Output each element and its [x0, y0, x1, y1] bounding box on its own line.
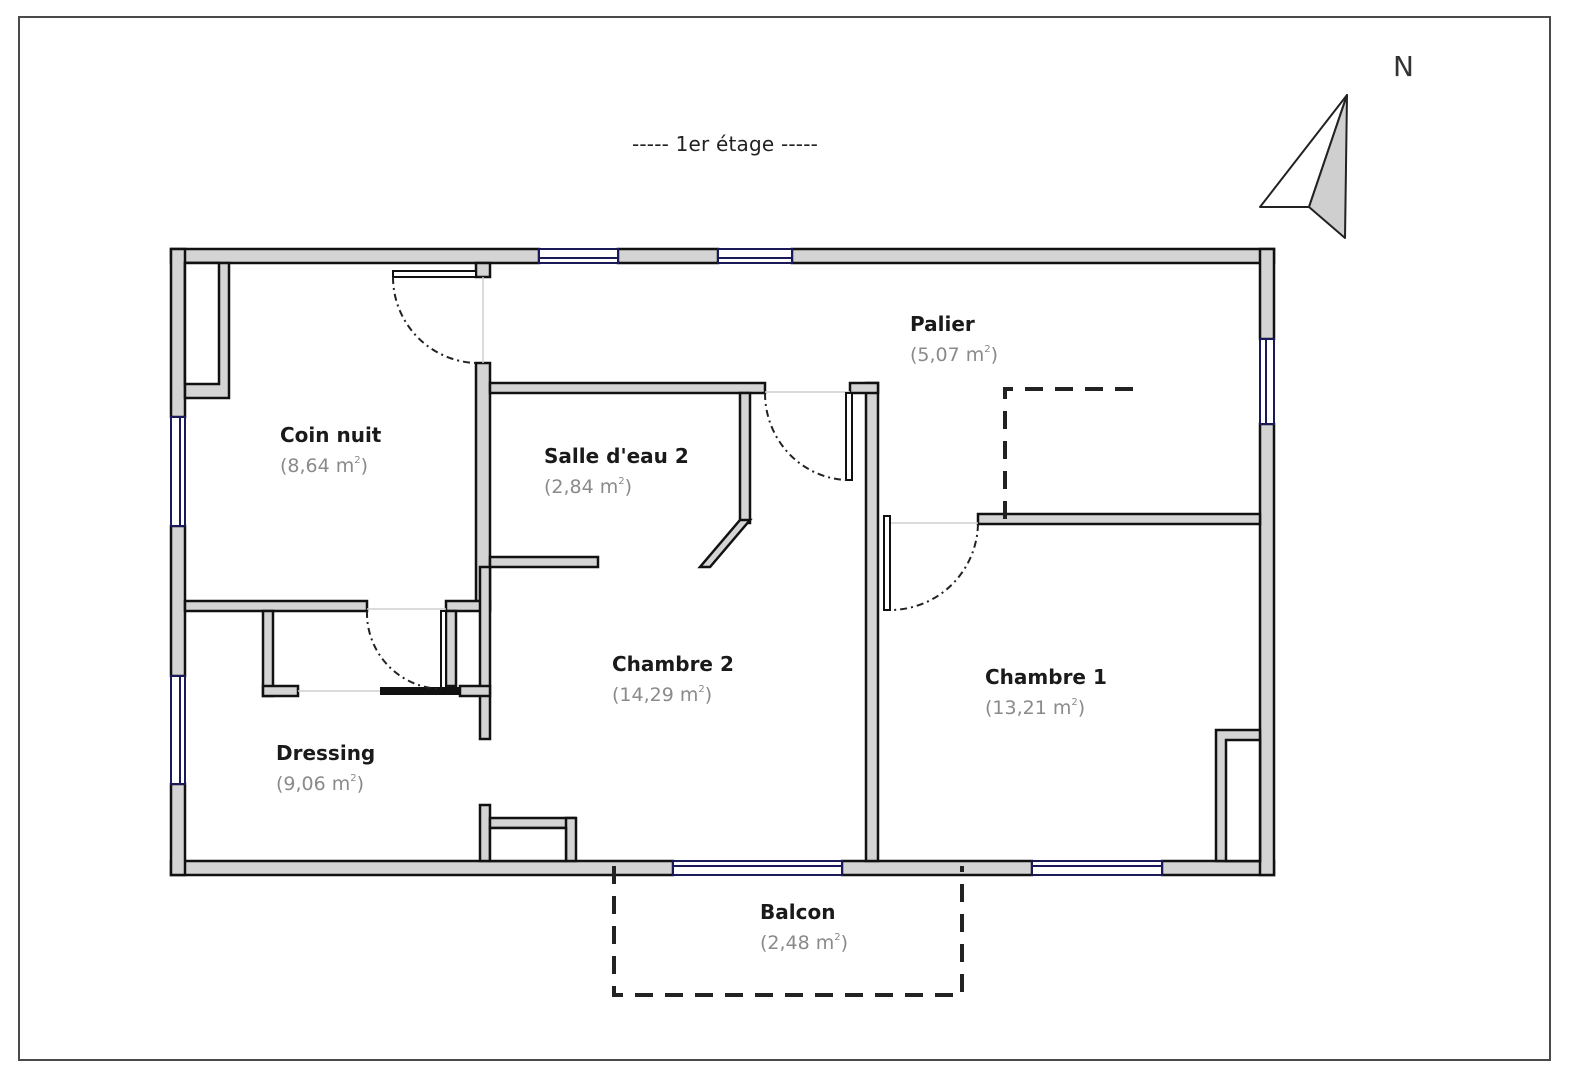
wall-dressing-closet-stub: [458, 684, 492, 698]
wall-right-bottom: [1258, 422, 1276, 877]
wall-sde-right: [738, 391, 752, 525]
room-area: (9,06 m2): [276, 773, 365, 795]
closet-chambre1-void: [1224, 738, 1262, 863]
wall-top-mid: [616, 247, 720, 265]
wall-dressing-closet-left: [261, 609, 275, 698]
wall-chambre2-closet-right: [564, 816, 578, 863]
room-label-dressing: Dressing (9,06 m2): [276, 743, 375, 794]
closet-coin-nuit-void: [183, 261, 221, 386]
room-area: (14,29 m2): [612, 684, 713, 706]
window-left-1: [170, 416, 186, 527]
door-swing-sde: [763, 392, 847, 481]
wall-left-top: [169, 247, 187, 419]
window-left-2: [170, 675, 186, 785]
wall-dressing-closet-bottom: [261, 684, 300, 698]
room-name: Chambre 1: [985, 665, 1107, 689]
room-name: Chambre 2: [612, 652, 734, 676]
wall-bottom-left: [169, 859, 675, 877]
balcon-outline: [612, 866, 964, 997]
wall-sde-diagonal: [697, 518, 753, 569]
sliding-door-dressing: [380, 687, 460, 695]
room-name: Balcon: [760, 900, 836, 924]
stair-outline: [1003, 387, 1133, 520]
room-name: Dressing: [276, 741, 376, 765]
wall-sde-bottom: [488, 555, 600, 569]
wall-coin-nuit-dressing: [183, 599, 369, 613]
room-label-coin-nuit: Coin nuit (8,64 m2): [280, 425, 381, 476]
wall-left-mid: [169, 524, 187, 678]
room-name: Salle d'eau 2: [544, 444, 689, 468]
room-name: Palier: [910, 312, 975, 336]
wall-coin-nuit-top: [474, 261, 492, 279]
wall-dressing-closet-right: [444, 609, 458, 688]
door-leaf-coin-nuit: [392, 270, 477, 278]
door-leaf-sde: [845, 392, 853, 481]
wall-left-bottom: [169, 782, 187, 877]
door-leaf-chambre1: [883, 515, 891, 611]
room-label-chambre-1: Chambre 1 (13,21 m2): [985, 667, 1107, 718]
wall-bottom-right: [1160, 859, 1276, 877]
north-arrow-icon: [1259, 94, 1348, 239]
closet-chambre2-void: [488, 826, 568, 863]
room-area: (13,21 m2): [985, 697, 1086, 719]
wall-right-top: [1258, 247, 1276, 341]
wall-palier-jamb: [848, 381, 880, 395]
room-label-palier: Palier (5,07 m2): [910, 314, 998, 365]
door-swing-chambre1: [889, 523, 979, 611]
door-leaf-dressing: [440, 610, 447, 690]
door-swing-coin-nuit: [392, 276, 477, 364]
room-area: (2,84 m2): [544, 476, 633, 498]
window-top-1: [538, 248, 619, 264]
wall-top-right: [790, 247, 1276, 265]
wall-chambre2-closet-top: [488, 816, 577, 830]
north-label: N: [1393, 50, 1414, 83]
room-name: Coin nuit: [280, 423, 382, 447]
wall-sde-top: [488, 381, 767, 395]
wall-top-left: [169, 247, 541, 265]
room-label-balcon: Balcon (2,48 m2): [760, 902, 848, 953]
windows: [170, 248, 1275, 876]
wall-chambre2-left: [478, 565, 492, 741]
window-top-2: [717, 248, 793, 264]
room-area: (2,48 m2): [760, 932, 849, 954]
wall-chambre1-top: [976, 512, 1262, 526]
room-area: (8,64 m2): [280, 455, 369, 477]
window-bottom-1: [672, 860, 843, 876]
door-swing-dressing: [365, 610, 442, 690]
wall-chambre2-closet-left: [478, 803, 492, 863]
room-area: (5,07 m2): [910, 344, 999, 366]
wall-bottom-mid: [840, 859, 1034, 877]
room-label-chambre-2: Chambre 2 (14,29 m2): [612, 654, 734, 705]
window-bottom-2: [1031, 860, 1163, 876]
wall-chambre2-right: [864, 381, 880, 863]
room-label-salle-deau-2: Salle d'eau 2 (2,84 m2): [544, 446, 689, 497]
floor-title: ----- 1er étage -----: [631, 132, 819, 156]
